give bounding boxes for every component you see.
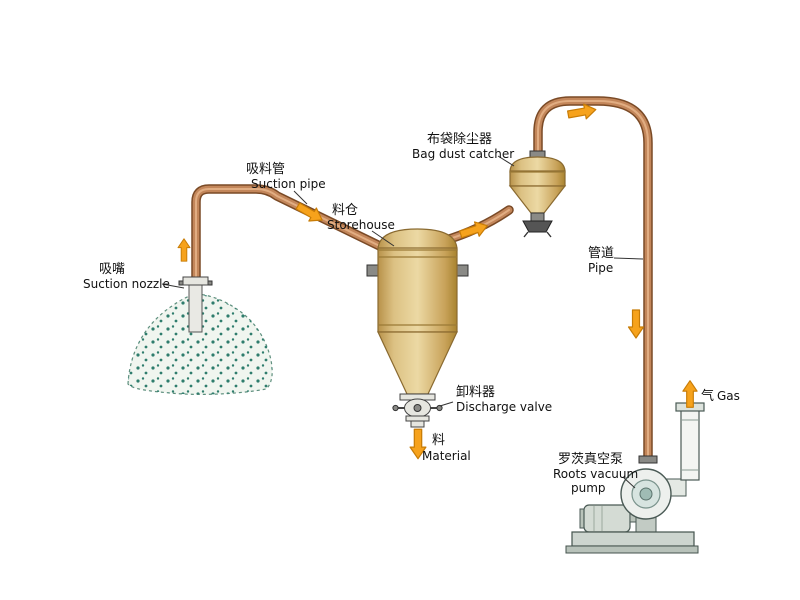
vacuum-pipe-outline xyxy=(533,96,653,463)
leader-pipe xyxy=(613,257,644,260)
vacuum-pipe-fill xyxy=(534,97,652,462)
leader-storehouse xyxy=(371,230,395,247)
vacuum-pipe xyxy=(533,96,653,463)
motor xyxy=(583,504,631,533)
valve-outlet xyxy=(410,420,425,428)
pile-dots-texture xyxy=(128,294,273,395)
flow-arrow-material-down-icon xyxy=(409,428,427,460)
nozzle-tube xyxy=(188,281,203,333)
label-gas-en: Gas xyxy=(717,389,740,403)
suction-pipe-highlight xyxy=(195,188,389,283)
label-bag-dust-catcher-en: Bag dust catcher xyxy=(412,147,514,161)
label-gas-zh: 气 xyxy=(701,388,714,404)
nozzle-collar xyxy=(182,276,209,286)
flow-arrow-pipe-down-icon xyxy=(627,309,645,339)
leader-bag-dust-catcher xyxy=(497,155,515,167)
label-pump-en-line1: Roots vacuum xyxy=(553,467,638,481)
catcher-dome xyxy=(509,156,566,173)
label-discharge-valve-en: Discharge valve xyxy=(456,400,552,414)
material-pile xyxy=(127,293,273,396)
label-pump-zh: 罗茨真空泵 xyxy=(558,452,623,467)
suction-nozzle xyxy=(178,276,213,333)
flow-arrow-top-right-icon xyxy=(567,103,597,120)
valve-bottom-flange xyxy=(405,415,430,422)
silo-fitting-right xyxy=(456,264,469,277)
catcher-foot-left xyxy=(523,231,529,238)
leader-suction-nozzle xyxy=(161,283,185,289)
label-pipe-en: Pipe xyxy=(588,261,613,275)
pump-inlet-flange xyxy=(638,455,658,464)
bag-dust-catcher xyxy=(508,150,567,238)
label-storehouse-en: Storehouse xyxy=(327,218,395,232)
catcher-cylinder xyxy=(509,170,566,187)
pump-base-plate xyxy=(571,531,695,547)
leader-lines xyxy=(161,155,644,489)
discharge-valve xyxy=(392,393,443,428)
pump-hub xyxy=(639,487,653,501)
silo-fitting-left xyxy=(366,264,379,277)
catcher-flap-valve xyxy=(522,220,553,233)
label-suction-pipe-en: Suction pipe xyxy=(251,177,326,191)
catcher-cone xyxy=(508,185,567,214)
leader-suction-pipe xyxy=(293,190,308,205)
valve-knob-right xyxy=(436,404,443,412)
catcher-foot-right xyxy=(546,231,552,238)
flow-arrows xyxy=(177,103,698,460)
flow-arrow-nozzle-up-icon xyxy=(177,238,191,262)
flow-arrow-to-catcher-icon xyxy=(459,221,488,239)
catcher-outlet xyxy=(530,212,545,222)
label-discharge-valve-zh: 卸料器 xyxy=(456,384,495,400)
pump-base-lower xyxy=(565,545,699,554)
label-material-zh: 料 xyxy=(432,433,445,448)
label-material-en: Material xyxy=(422,449,471,463)
label-pipe-zh: 管道 xyxy=(588,246,614,261)
storehouse-silo xyxy=(366,228,469,395)
leader-pump xyxy=(622,476,636,489)
silo-cone xyxy=(377,331,458,395)
label-storehouse-zh: 料仓 xyxy=(332,203,358,218)
valve-knob-left xyxy=(392,404,399,412)
leader-discharge-valve xyxy=(439,401,454,407)
gas-outlet-pipe xyxy=(675,402,705,481)
label-suction-nozzle-en: Suction nozzle xyxy=(83,277,170,291)
labels: 吸料管 Suction pipe 布袋除尘器 Bag dust catcher … xyxy=(83,132,740,495)
label-bag-dust-catcher-zh: 布袋除尘器 xyxy=(427,132,492,147)
flow-arrow-gas-up-icon xyxy=(682,380,698,408)
flow-arrow-suction-diagonal-icon xyxy=(295,202,323,222)
valve-hub xyxy=(413,404,422,412)
silo-dome xyxy=(377,228,458,251)
label-pump-en-line2: pump xyxy=(571,481,606,495)
label-suction-nozzle-zh: 吸嘴 xyxy=(99,262,125,277)
vacuum-pipe-highlight xyxy=(537,100,649,459)
roots-vacuum-pump xyxy=(565,455,699,554)
label-suction-pipe-zh: 吸料管 xyxy=(246,162,285,177)
silo-cylinder xyxy=(377,247,458,333)
suction-pipe xyxy=(191,184,393,287)
